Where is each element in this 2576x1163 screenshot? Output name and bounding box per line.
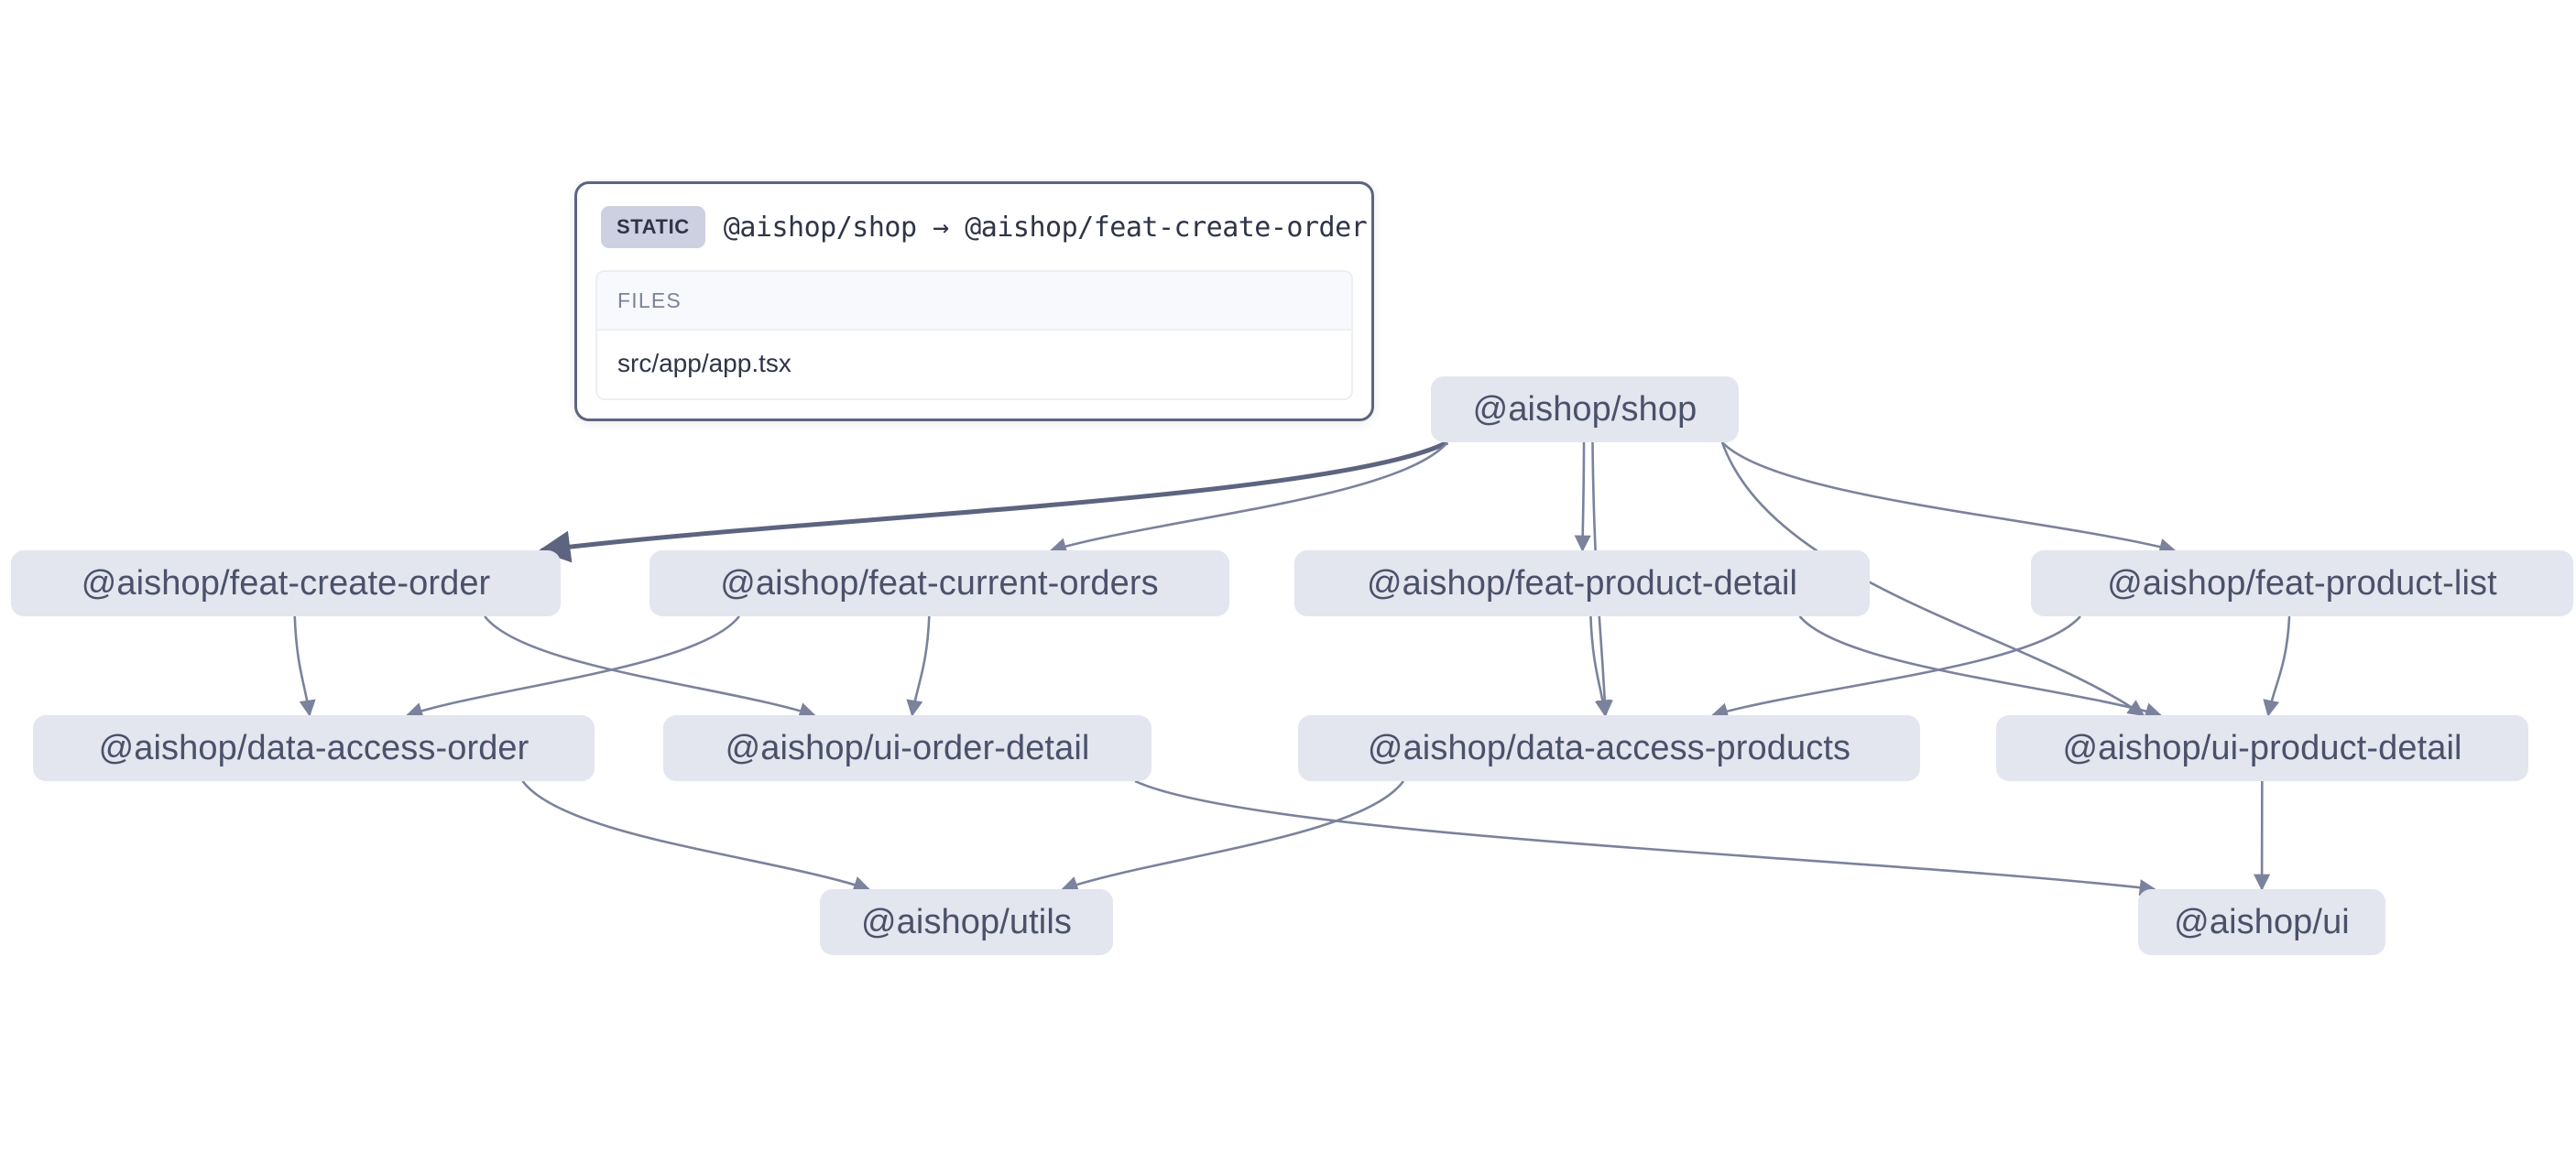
graph-node-label: @aishop/feat-create-order [81,564,491,603]
graph-node-label: @aishop/ui [2174,903,2350,941]
tooltip-header: STATIC @aishop/shop → @aishop/feat-creat… [595,201,1368,252]
graph-node-label: @aishop/feat-product-detail [1366,564,1798,603]
graph-node-feat-current-orders[interactable]: @aishop/feat-current-orders [649,550,1229,616]
graph-node-label: @aishop/feat-product-list [2107,564,2497,603]
graph-node-label: @aishop/utils [861,903,1072,941]
graph-edge-ui-order-detail-to-ui[interactable] [1134,779,2156,897]
graph-edge-data-access-products-to-utils[interactable] [1061,780,1405,893]
graph-node-label: @aishop/data-access-order [98,729,529,767]
graph-node-label: @aishop/data-access-products [1367,729,1851,767]
graph-edge-feat-create-order-to-ui-order-detail[interactable] [484,615,816,719]
graph-edge-feat-current-orders-to-ui-order-detail[interactable] [906,615,931,717]
graph-node-shop[interactable]: @aishop/shop [1431,376,1739,442]
graph-edge-shop-to-feat-product-list[interactable] [1721,441,2177,555]
graph-node-data-access-products[interactable]: @aishop/data-access-products [1298,715,1920,781]
files-list: src/app/app.tsx [597,331,1351,398]
graph-node-label: @aishop/shop [1472,390,1697,429]
graph-node-feat-product-detail[interactable]: @aishop/feat-product-detail [1294,550,1870,616]
graph-node-utils[interactable]: @aishop/utils [820,889,1113,955]
graph-edge-feat-product-list-to-ui-product-detail[interactable] [2263,615,2291,717]
graph-edge-feat-product-detail-to-ui-product-detail[interactable] [1798,615,2163,720]
graph-node-label: @aishop/ui-order-detail [725,729,1090,767]
graph-node-ui[interactable]: @aishop/ui [2138,889,2385,955]
file-row[interactable]: src/app/app.tsx [597,331,1351,398]
graph-node-label: @aishop/feat-current-orders [720,564,1159,603]
graph-node-ui-product-detail[interactable]: @aishop/ui-product-detail [1996,715,2528,781]
edge-detail-tooltip[interactable]: STATIC @aishop/shop → @aishop/feat-creat… [574,181,1374,421]
graph-edge-data-access-order-to-utils[interactable] [521,780,871,893]
graph-edge-shop-to-feat-create-order[interactable] [538,440,1449,563]
files-panel: FILES src/app/app.tsx [595,270,1353,400]
graph-node-label: @aishop/ui-product-detail [2062,729,2462,767]
static-badge: STATIC [601,206,705,248]
graph-edge-feat-current-orders-to-data-access-order[interactable] [405,615,740,719]
files-panel-header: FILES [597,272,1351,331]
graph-edge-feat-create-order-to-data-access-order[interactable] [293,615,316,717]
graph-node-feat-create-order[interactable]: @aishop/feat-create-order [11,550,561,616]
graph-edge-shop-to-feat-product-detail[interactable] [1574,441,1591,552]
graph-edge-feat-product-detail-to-data-access-products[interactable] [1589,615,1611,717]
tooltip-title: @aishop/shop → @aishop/feat-create-order [723,211,1368,244]
graph-node-ui-order-detail[interactable]: @aishop/ui-order-detail [663,715,1152,781]
graph-edge-shop-to-feat-current-orders[interactable] [1049,441,1448,555]
graph-edge-feat-product-list-to-data-access-products[interactable] [1710,615,2081,720]
graph-node-data-access-order[interactable]: @aishop/data-access-order [33,715,595,781]
graph-node-feat-product-list[interactable]: @aishop/feat-product-list [2031,550,2573,616]
